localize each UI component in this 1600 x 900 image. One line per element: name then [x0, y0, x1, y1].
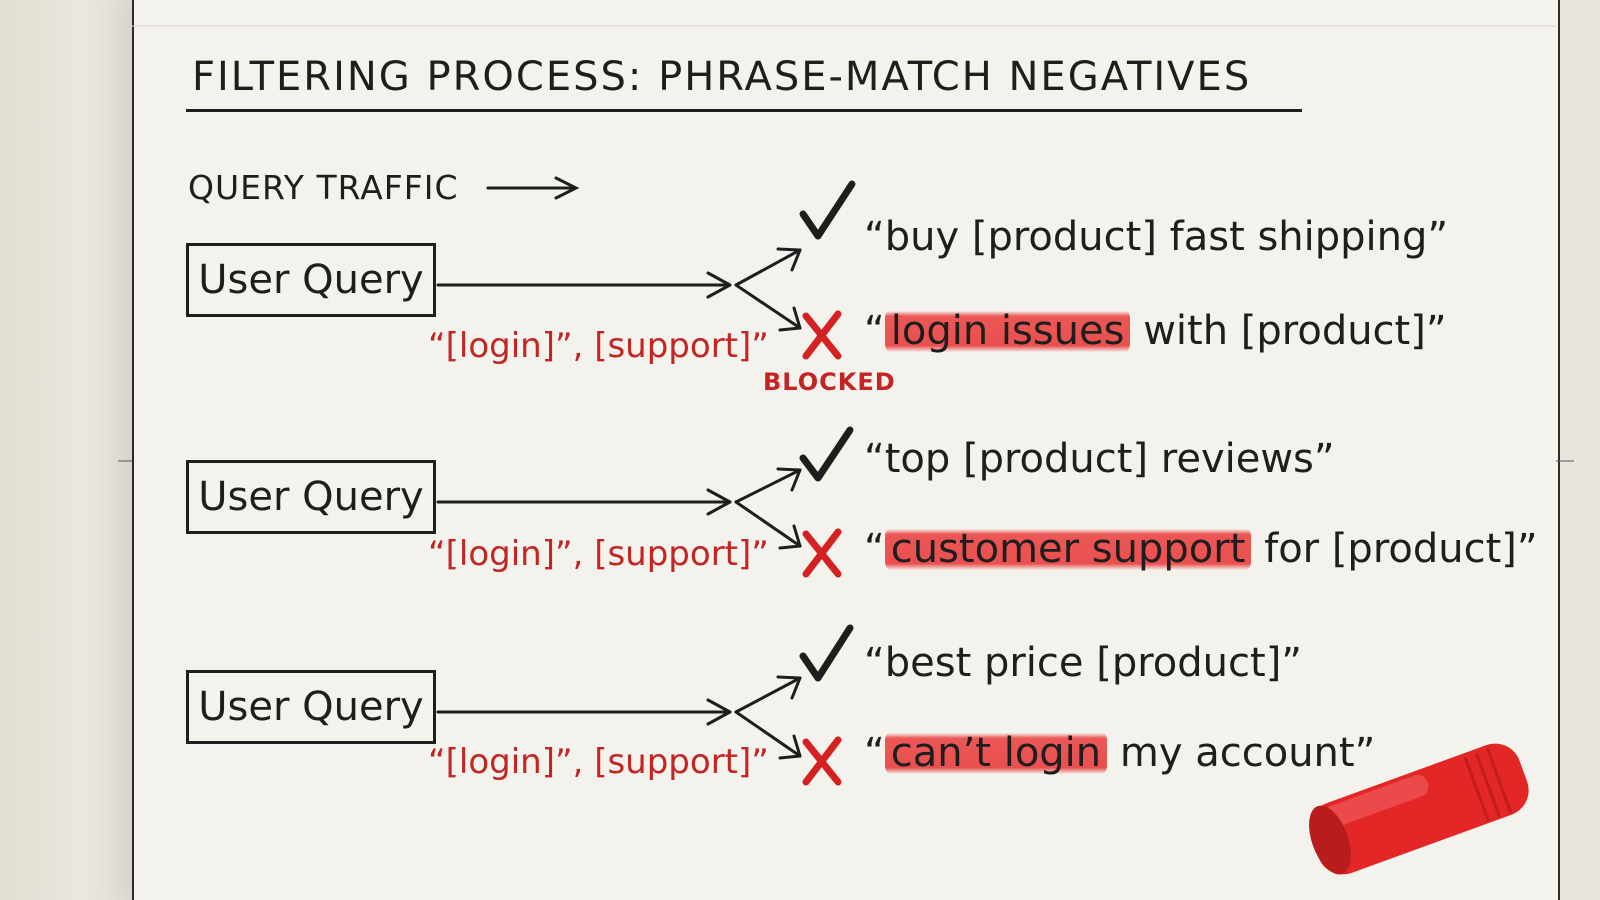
allowed-query-text: “buy [product] fast shipping”: [864, 214, 1449, 260]
user-query-box: User Query: [186, 670, 436, 744]
check-icon: [799, 426, 854, 482]
title-underline: [186, 109, 1302, 112]
allowed-query-text: “best price [product]”: [864, 640, 1303, 686]
negative-keywords-label: “[login]”, [support]”: [428, 326, 769, 366]
blocked-query-text: “customer support for [product]”: [864, 526, 1538, 572]
x-mark-icon: [802, 736, 842, 786]
traffic-arrow-icon: [486, 176, 580, 200]
check-icon: [799, 624, 854, 682]
red-marker-icon: [1309, 743, 1529, 875]
query-traffic-label: QUERY TRAFFIC: [188, 168, 459, 207]
x-mark-icon: [802, 310, 842, 360]
diagram-title: FILTERING PROCESS: PHRASE-MATCH NEGATIVE…: [192, 54, 1252, 100]
blocked-query-text: “can’t login my account”: [864, 730, 1376, 776]
negative-keywords-label: “[login]”, [support]”: [428, 742, 769, 782]
check-icon: [799, 180, 856, 240]
x-mark-icon: [802, 528, 842, 578]
negative-keywords-label: “[login]”, [support]”: [428, 534, 769, 574]
notebook-edge: [0, 0, 132, 900]
user-query-box: User Query: [186, 460, 436, 534]
negative-match-highlight: customer support: [884, 526, 1252, 572]
row-1-connectors: [436, 247, 802, 332]
row-2-connectors: [436, 467, 802, 550]
user-query-box: User Query: [186, 243, 436, 317]
whiteboard-page: [132, 0, 1560, 900]
negative-match-highlight: login issues: [884, 308, 1131, 354]
allowed-query-text: “top [product] reviews”: [864, 436, 1335, 482]
negative-match-highlight: can’t login: [884, 730, 1108, 776]
row-3-connectors: [436, 675, 802, 760]
blocked-query-text: “login issues with [product]”: [864, 308, 1447, 354]
blocked-label: BLOCKED: [763, 368, 896, 396]
